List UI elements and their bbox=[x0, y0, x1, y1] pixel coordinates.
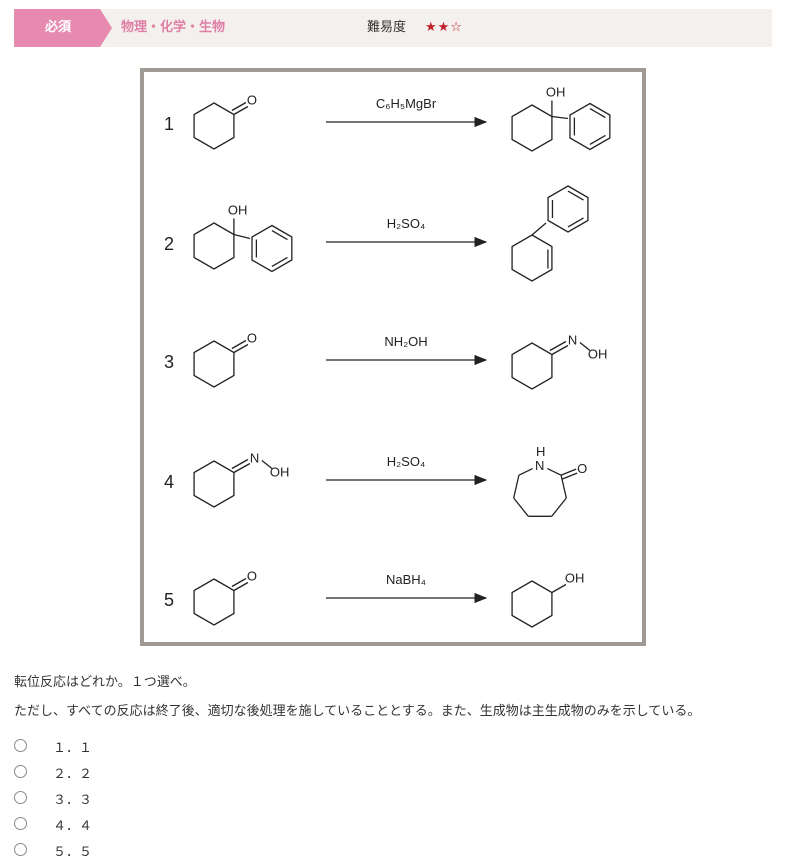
radio-button[interactable] bbox=[14, 765, 27, 778]
reaction-number: 1 bbox=[164, 114, 174, 134]
required-badge-label: 必須 bbox=[44, 20, 71, 35]
badge-shape bbox=[14, 9, 112, 47]
hydroxyl-label: OH bbox=[546, 85, 566, 100]
cn-bond bbox=[549, 340, 567, 352]
no-bond bbox=[579, 341, 591, 352]
double-bond bbox=[271, 229, 288, 241]
carbonyl-bond bbox=[233, 105, 249, 116]
carbonyl-bond bbox=[231, 339, 247, 350]
option-5[interactable]: ５．５ bbox=[14, 840, 314, 866]
option-2[interactable]: ２．２ bbox=[14, 762, 314, 788]
reagent-label: NaBH₄ bbox=[386, 572, 426, 587]
lactam-ring-bond bbox=[518, 467, 533, 476]
option-label: ４．４ bbox=[53, 819, 93, 834]
oxygen-label: O bbox=[247, 331, 257, 346]
lactam-ring-bond bbox=[551, 497, 567, 517]
radio-button[interactable] bbox=[14, 817, 27, 830]
radio-button[interactable] bbox=[14, 791, 27, 804]
question-note: ただし、すべての反応は終了後、適切な後処理を施していることとする。また、生成物は… bbox=[14, 704, 701, 719]
reagent-label: H₂SO₄ bbox=[387, 454, 426, 469]
reaction-number: 2 bbox=[164, 234, 174, 254]
double-bond bbox=[567, 190, 584, 201]
carbonyl-bond bbox=[233, 343, 249, 354]
option-3[interactable]: ３．３ bbox=[14, 788, 314, 814]
cn-bond bbox=[551, 344, 569, 356]
reagent-label: C₆H₅MgBr bbox=[376, 96, 437, 111]
reagent-label: NH₂OH bbox=[384, 334, 427, 349]
carbonyl-bond bbox=[560, 468, 577, 476]
option-4[interactable]: ４．４ bbox=[14, 814, 314, 840]
hydroxyl-label: OH bbox=[565, 571, 585, 586]
lactam-ring-bond bbox=[513, 497, 529, 517]
required-badge: 必須 bbox=[14, 9, 114, 47]
option-label: ２．２ bbox=[53, 767, 93, 782]
question-header: 必須 物理・化学・生物 難易度 ★★☆ bbox=[14, 9, 772, 47]
cyclohexane-ring bbox=[511, 234, 553, 282]
no-bond bbox=[261, 459, 273, 470]
lactam-ring-bond bbox=[513, 475, 520, 499]
oxygen-label: O bbox=[247, 569, 257, 584]
question-text: 転位反応はどれか。１つ選べ。 bbox=[14, 675, 196, 690]
option-label: １．１ bbox=[53, 741, 93, 756]
carbonyl-bond bbox=[231, 101, 247, 112]
reaction-number: 4 bbox=[164, 472, 174, 492]
radio-button[interactable] bbox=[14, 739, 27, 752]
double-bond bbox=[589, 134, 606, 146]
reagent-label: H₂SO₄ bbox=[387, 216, 426, 231]
nitrogen-label: N bbox=[568, 333, 577, 348]
benzene-ring bbox=[251, 224, 293, 273]
radio-button[interactable] bbox=[14, 843, 27, 856]
cyclohexane-ring bbox=[193, 578, 235, 626]
double-bond bbox=[271, 256, 288, 268]
benzene-ring bbox=[547, 185, 589, 233]
double-bond bbox=[567, 217, 584, 228]
phenyl-bond bbox=[531, 222, 547, 236]
difficulty-stars: ★★☆ bbox=[425, 20, 463, 35]
option-label: ５．５ bbox=[53, 845, 93, 860]
lactam-ring-bond bbox=[547, 467, 562, 476]
nitrogen-label: N bbox=[535, 458, 544, 473]
cyclohexane-ring bbox=[193, 340, 235, 388]
benzene-ring bbox=[569, 102, 611, 151]
cyclohexane-ring bbox=[193, 460, 235, 508]
hydroxyl-label: OH bbox=[228, 203, 248, 218]
carbonyl-bond bbox=[231, 577, 247, 588]
option-label: ３．３ bbox=[53, 793, 93, 808]
option-1[interactable]: １．１ bbox=[14, 736, 314, 762]
lactam-ring-bond bbox=[560, 475, 567, 499]
cyclohexane-ring bbox=[511, 104, 553, 152]
carbonyl-bond bbox=[561, 472, 578, 480]
double-bond bbox=[589, 107, 606, 119]
reaction-row: 1 C₆H₅MgBr O OH bbox=[164, 85, 611, 152]
oh-bond bbox=[551, 583, 567, 594]
subject-label: 物理・化学・生物 bbox=[121, 20, 226, 35]
cn-bond bbox=[233, 462, 251, 474]
phenyl-bond bbox=[551, 115, 568, 120]
cyclohexane-ring bbox=[511, 342, 553, 390]
cyclohexane-ring bbox=[511, 580, 553, 628]
difficulty-label: 難易度 bbox=[367, 20, 407, 35]
cyclohexane-ring bbox=[193, 102, 235, 150]
hydroxyl-label: OH bbox=[270, 465, 290, 480]
reaction-row: 3 NH₂OH O N OH bbox=[164, 331, 607, 390]
reaction-row: 2 H₂SO₄ OH bbox=[164, 185, 589, 282]
reaction-number: 3 bbox=[164, 352, 174, 372]
hydroxyl-label: OH bbox=[588, 347, 608, 362]
oxygen-label: O bbox=[577, 461, 587, 476]
cn-bond bbox=[231, 458, 249, 470]
reaction-row: 5 NaBH₄ O OH bbox=[164, 569, 584, 628]
cyclohexane-ring bbox=[193, 222, 235, 270]
oxygen-label: O bbox=[247, 93, 257, 108]
reaction-number: 5 bbox=[164, 590, 174, 610]
nitrogen-label: N bbox=[250, 451, 259, 466]
carbonyl-bond bbox=[233, 581, 249, 592]
hydrogen-label: H bbox=[536, 444, 545, 459]
phenyl-bond bbox=[233, 233, 251, 240]
